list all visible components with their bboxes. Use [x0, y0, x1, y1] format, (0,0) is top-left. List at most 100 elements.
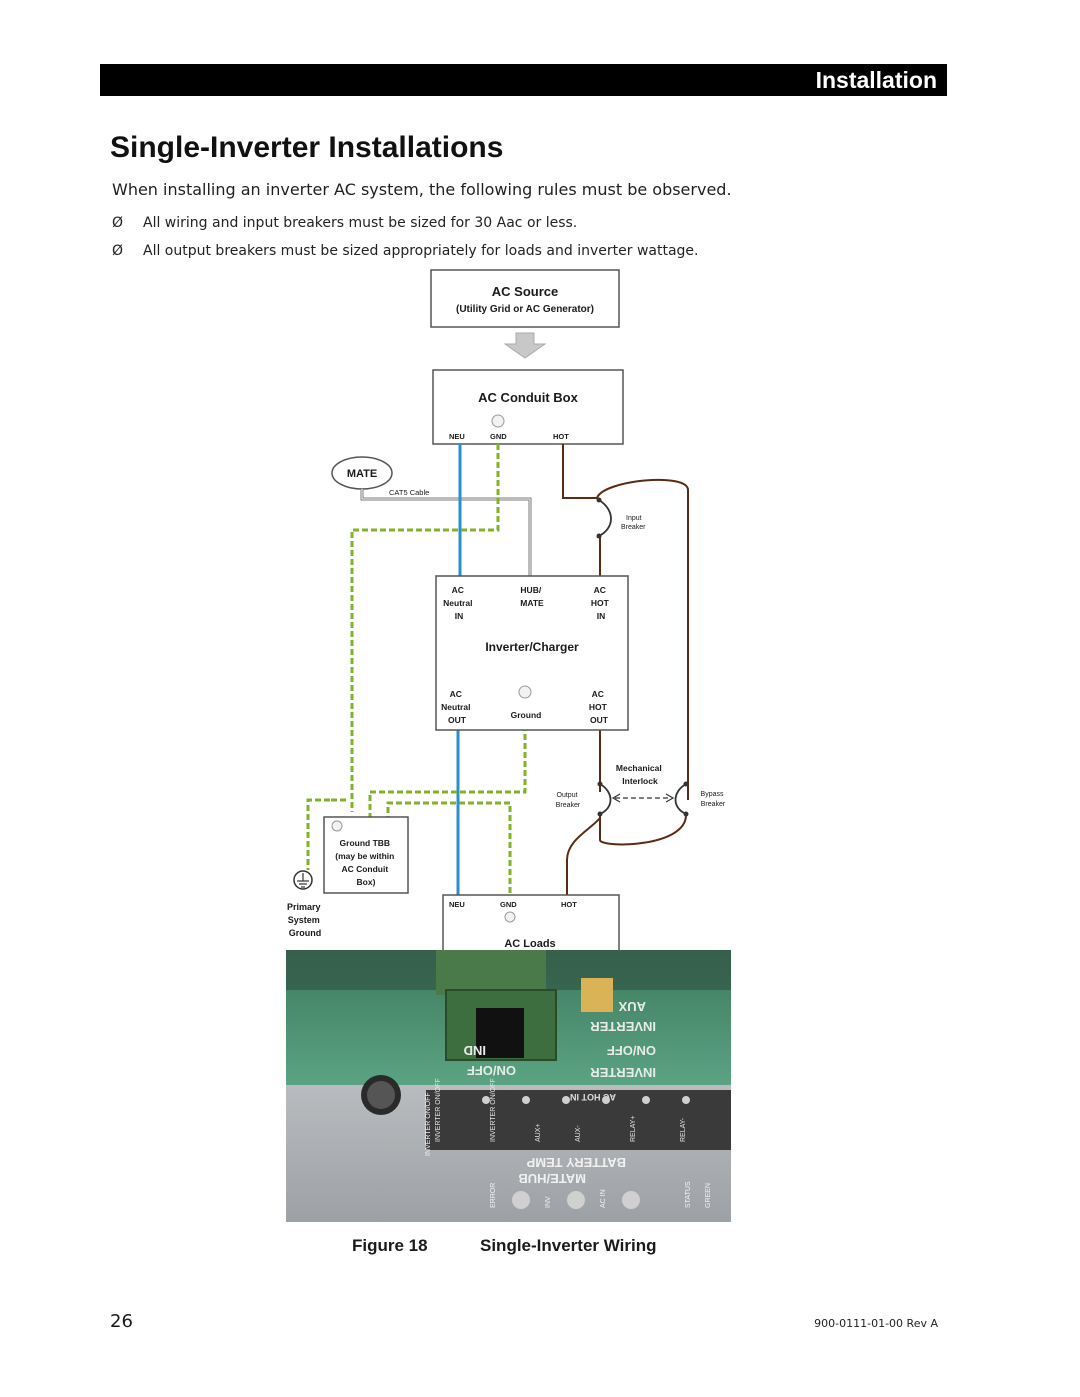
breaker-terminal-icon: [683, 781, 689, 787]
down-arrow-icon: [503, 332, 547, 359]
cat5-cable: [360, 489, 532, 576]
panel-labels: BATTERY TEMP MATE/HUB: [518, 1155, 626, 1186]
silkscreen-text: IND: [464, 1043, 486, 1058]
terminal-pin-label: INVERTER ON/OFF: [490, 1078, 497, 1142]
terminal-board-illustration: IND INVERTER ON/OFF AUX ON/OFF INVERTER …: [286, 950, 731, 1222]
inverter-out-neutral-label: AC Neutral OUT: [441, 689, 473, 725]
input-breaker-label-2: Breaker: [621, 524, 646, 531]
battery-temp-label: BATTERY TEMP: [526, 1155, 626, 1170]
silkscreen-text: ON/OFF: [467, 1063, 516, 1078]
figure-number: Figure 18: [352, 1236, 428, 1255]
conduit-neu-label: NEU: [449, 432, 465, 441]
inverter-in-hot-label: AC HOT IN: [591, 585, 611, 621]
side-label: GREEN: [705, 1183, 712, 1208]
input-breaker-label-1: Input: [626, 515, 642, 522]
ground-screw-icon: [491, 414, 505, 428]
figure-caption: Figure 18 Single-Inverter Wiring: [352, 1233, 656, 1259]
list-item-text: All wiring and input breakers must be si…: [143, 215, 578, 231]
terminal-block: [426, 1090, 731, 1150]
terminal-pin-labels: INVERTER ON/OFF INVERTER ON/OFF AUX+ AUX…: [435, 1078, 687, 1142]
inverter-out-hot-label: AC HOT OUT: [589, 689, 609, 725]
page-title: Single-Inverter Installations: [110, 131, 504, 164]
output-breaker-label: Output Breaker: [556, 792, 581, 809]
list-item: Ø All wiring and input breakers must be …: [112, 211, 932, 239]
section-header-bar: Installation: [100, 64, 947, 96]
ground-wires: [306, 444, 527, 893]
bypass-breaker-label: Bypass Breaker: [701, 791, 726, 808]
ac-source-subtitle: (Utility Grid or AC Generator): [456, 304, 594, 315]
primary-ground-label: Primary System Ground: [287, 902, 323, 938]
loads-gnd-label: GND: [500, 900, 517, 909]
silkscreen-text: INVERTER: [590, 1065, 656, 1080]
terminal-pin-label: AUX+: [535, 1124, 542, 1142]
terminal-screws: [482, 1096, 690, 1104]
indicator-leds: [512, 1191, 640, 1209]
conduit-gnd-label: GND: [490, 432, 507, 441]
ac-conduit-box: [432, 369, 624, 445]
ac-hot-in-label: AC HOT IN: [570, 1092, 616, 1102]
list-item-text: All output breakers must be sized approp…: [143, 243, 699, 259]
indicator-label: INV: [545, 1196, 552, 1208]
breaker-terminal-icon: [596, 497, 602, 503]
ac-source-box: [430, 269, 620, 328]
inverter-hub-mate-label: HUB/ MATE: [520, 585, 544, 608]
mounting-screw-head: [367, 1081, 395, 1109]
gold-contact: [581, 978, 613, 1012]
cat5-cable-core: [361, 489, 531, 576]
loads-neu-label: NEU: [449, 900, 465, 909]
terminal-pin-label: AUX-: [575, 1125, 582, 1142]
connector-housing: [436, 950, 546, 995]
silkscreen-text: ON/OFF: [607, 1043, 656, 1058]
figure-title: Single-Inverter Wiring: [480, 1236, 657, 1255]
ground-screw-icon: [504, 911, 516, 923]
silkscreen-text: AUX: [618, 999, 646, 1014]
loads-hot-label: HOT: [561, 900, 577, 909]
breaker-terminal-icon: [597, 781, 603, 787]
indicator-label: AC IN: [600, 1189, 607, 1208]
section-header-title: Installation: [815, 67, 937, 93]
output-breaker-icon: [599, 783, 612, 815]
list-item: Ø All output breakers must be sized appr…: [112, 239, 932, 267]
terminal-pin-label: RELAY+: [630, 1115, 637, 1142]
side-labels: INVERTER ON/OFF STATUS GREEN: [425, 1092, 712, 1208]
mate-label: MATE: [347, 468, 377, 480]
ac-loads-box: [442, 894, 620, 952]
inverter-charger-box: [435, 575, 629, 731]
interlock-label: Mechanical Interlock: [616, 763, 664, 786]
bypass-breaker-icon: [674, 783, 687, 815]
arrow-bullet-icon: Ø: [112, 215, 124, 231]
board-silkscreen: IND INVERTER ON/OFF AUX ON/OFF INVERTER: [464, 999, 656, 1080]
ac-loads-title: AC Loads: [504, 938, 555, 950]
rule-list: Ø All wiring and input breakers must be …: [112, 211, 932, 267]
document-number: 900-0111-01-00 Rev A: [814, 1317, 938, 1330]
terminal-pin-label: INVERTER ON/OFF: [435, 1078, 442, 1142]
ground-tbb-label: Ground TBB (may be within AC Conduit Box…: [335, 838, 396, 887]
cat5-cable-label: CAT5 Cable: [389, 488, 429, 497]
arrow-right-icon: [665, 793, 675, 803]
wiring-diagram: AC Source (Utility Grid or AC Generator)…: [287, 269, 726, 952]
inverter-ground-label: Ground: [511, 710, 542, 720]
arrow-bullet-icon: Ø: [112, 243, 124, 259]
page-number: 26: [110, 1311, 133, 1332]
mate-hub-label: MATE/HUB: [518, 1171, 586, 1186]
silkscreen-text: INVERTER: [590, 1019, 656, 1034]
inverter-in-neutral-label: AC Neutral IN: [443, 585, 475, 621]
terminal-pin-label: RELAY-: [680, 1117, 687, 1142]
indicator-labels: ERROR INV AC IN: [490, 1183, 607, 1208]
breaker-terminal-icon: [683, 811, 689, 817]
indicator-label: ERROR: [490, 1183, 497, 1208]
intro-paragraph: When installing an inverter AC system, t…: [112, 180, 732, 199]
inverter-title: Inverter/Charger: [485, 640, 579, 654]
breaker-terminal-icon: [597, 811, 603, 817]
input-breaker-icon: [598, 499, 612, 537]
ground-screw-icon: [331, 820, 343, 832]
conduit-hot-label: HOT: [553, 432, 569, 441]
arrow-left-icon: [611, 793, 621, 803]
breaker-terminal-icon: [596, 533, 602, 539]
rj45-port: [476, 1008, 524, 1058]
terminal-board-photo: IND INVERTER ON/OFF AUX ON/OFF INVERTER …: [286, 950, 731, 1222]
conduit-box-title: AC Conduit Box: [478, 390, 578, 405]
side-label: INVERTER ON/OFF: [425, 1092, 432, 1156]
side-label: STATUS: [685, 1181, 692, 1208]
ac-source-title: AC Source: [492, 284, 558, 299]
